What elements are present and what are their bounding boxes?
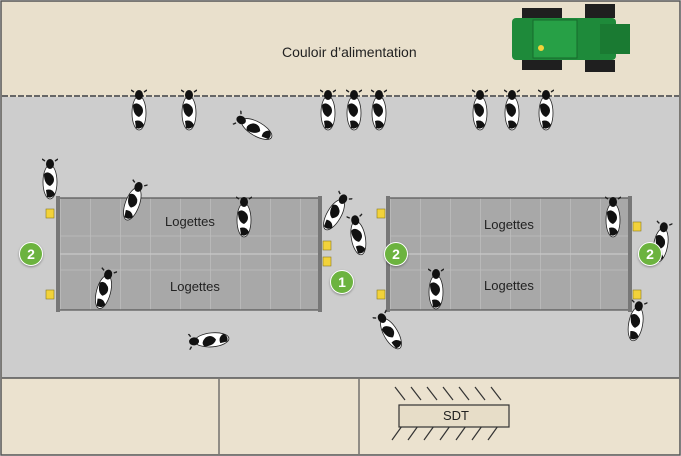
badge-1: 1 — [330, 270, 354, 294]
badge-2-middle: 2 — [384, 242, 408, 266]
badge-2-right: 2 — [638, 242, 662, 266]
stall-label-right-bottom: Logettes — [484, 278, 534, 293]
badge-2-left: 2 — [19, 242, 43, 266]
stall-label-right-top: Logettes — [484, 217, 534, 232]
feeding-alley-label: Couloir d’alimentation — [282, 44, 417, 60]
water-trough-icon — [45, 208, 642, 300]
stall-block-right — [386, 196, 632, 312]
sdt-label: SDT — [443, 408, 469, 423]
sdt-box — [398, 404, 510, 428]
sdt-hatch — [391, 386, 502, 441]
stall-label-left-top: Logettes — [165, 214, 215, 229]
stall-label-left-bottom: Logettes — [170, 279, 220, 294]
tractor-icon — [512, 4, 630, 72]
